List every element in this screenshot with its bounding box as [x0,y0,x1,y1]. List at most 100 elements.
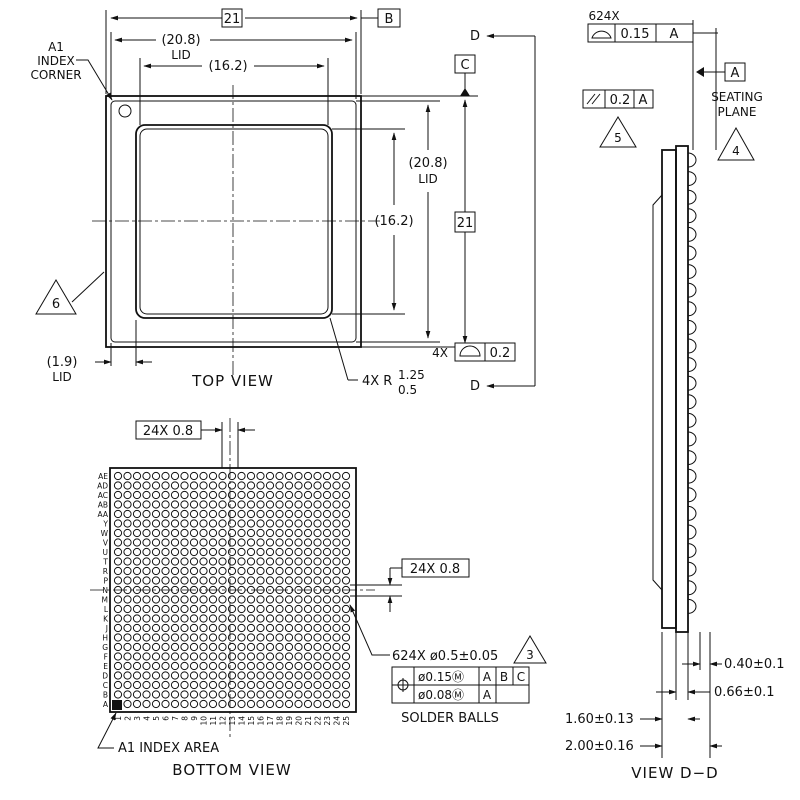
solder-ball [284,699,294,709]
solder-ball [180,566,189,576]
solder-ball [208,538,218,547]
solder-ball [341,595,351,604]
solder-ball [246,661,256,671]
solder-ball [303,557,313,566]
solder-ball [180,699,189,709]
solder-ball [227,623,237,633]
solder-ball [265,680,275,690]
solder-ball [303,671,313,680]
solder-ball [313,623,322,633]
solder-ball [218,471,227,481]
row-label: AB [98,501,108,510]
a1-index-marker [112,700,122,710]
solder-ball [123,576,132,585]
top-view-title: TOP VIEW [191,372,274,390]
solder-ball [170,690,180,699]
solder-ball [123,547,132,557]
solder-ball [199,557,208,566]
solder-ball [151,528,161,538]
lid-outer-outline [110,100,357,343]
solder-ball [275,490,284,500]
solder-ball [170,481,180,490]
solder-ball [218,490,227,500]
side-solder-ball [687,580,697,596]
solder-ball [151,538,161,547]
solder-ball [265,623,275,633]
solder-ball [322,528,332,538]
solder-ball [170,528,180,538]
solder-ball [180,557,189,566]
solder-ball [265,652,275,661]
solder-ball [332,671,341,680]
a1-index-circle [118,104,132,118]
solder-ball [341,557,351,566]
solder-ball [294,652,303,661]
solder-ball [332,471,341,481]
solder-ball [208,509,218,519]
solder-ball [151,633,161,642]
solder-ball [313,547,322,557]
solder-ball [275,471,284,481]
lid-label-v: LID [418,172,437,186]
datum-b-label: B [385,12,394,27]
solder-ball [142,614,151,623]
solder-ball [199,481,208,490]
solder-ball [275,699,284,709]
solder-ball [313,490,322,500]
solder-ball [227,547,237,557]
solder-ball [199,671,208,680]
solder-ball [294,642,303,652]
solder-ball [256,604,265,614]
solder-ball [142,680,151,690]
solder-ball [132,566,142,576]
solder-ball [113,633,123,642]
solder-ball [113,671,123,680]
lid-inner-outline [135,124,333,319]
solder-ball [142,623,151,633]
solder-ball [322,547,332,557]
solder-ball [275,633,284,642]
solder-ball [151,566,161,576]
solder-ball [341,471,351,481]
solder-ball [313,661,322,671]
solder-ball [227,566,237,576]
solder-ball [113,557,123,566]
solder-ball [199,699,208,709]
column-label: 15 [247,716,256,726]
solder-ball [227,652,237,661]
solder-ball [322,652,332,661]
solder-ball [332,614,341,623]
solder-ball [237,699,246,709]
solder-ball [284,538,294,547]
solder-ball [265,566,275,576]
solder-ball [322,490,332,500]
datum-d-bottom-label: D [470,379,480,394]
solder-ball [275,566,284,576]
solder-ball [256,699,265,709]
solder-ball [161,557,170,566]
solder-ball [227,699,237,709]
solder-ball [303,614,313,623]
row-label: R [103,567,108,576]
solder-ball [180,623,189,633]
solder-ball [189,538,199,547]
solder-ball [284,652,294,661]
solder-ball [313,652,322,661]
solder-ball [208,699,218,709]
solder-ball [180,680,189,690]
solder-ball [246,500,256,509]
solder-ball [322,481,332,490]
solder-ball [246,538,256,547]
solder-ball [142,471,151,481]
solder-ball [341,671,351,680]
solder-ball [123,595,132,604]
solder-ball [322,642,332,652]
solder-ball [256,509,265,519]
solder-ball [151,500,161,509]
row-label: G [102,643,108,652]
solder-ball [265,509,275,519]
solder-ball [256,690,265,699]
column-label: 22 [314,716,323,726]
solder-ball [189,614,199,623]
solder-ball [322,500,332,509]
